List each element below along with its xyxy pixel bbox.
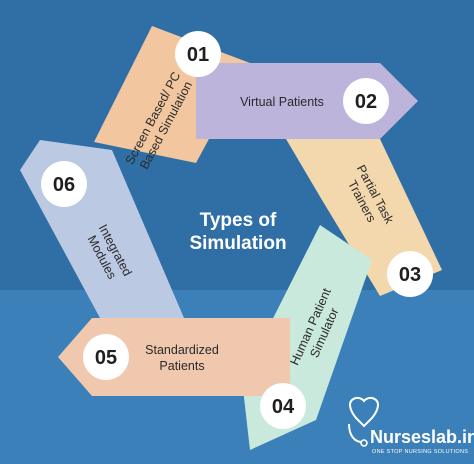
number-badge-01: 01 — [175, 31, 221, 77]
number-06: 06 — [53, 174, 75, 196]
number-badge-03: 03 — [387, 251, 433, 297]
brand-tagline: ONE STOP NURSING SOLUTIONS — [372, 449, 468, 455]
center-title-line1: Types of — [200, 210, 277, 231]
number-badge-06: 06 — [41, 161, 87, 207]
number-04: 04 — [272, 396, 295, 418]
number-badge-04: 04 — [260, 383, 306, 429]
brand-name: Nurseslab.in — [370, 427, 474, 447]
number-badge-05: 05 — [83, 334, 129, 380]
label-02: Virtual Patients — [240, 95, 324, 109]
label-05-line2: Patients — [159, 359, 204, 373]
number-03: 03 — [399, 264, 421, 286]
number-02: 02 — [355, 91, 377, 113]
stethoscope-heart-icon — [348, 396, 379, 447]
number-01: 01 — [187, 44, 209, 66]
number-badge-02: 02 — [343, 78, 389, 124]
number-05: 05 — [95, 347, 117, 369]
label-05-line1: Standardized — [145, 343, 219, 357]
center-title-line2: Simulation — [189, 233, 286, 254]
